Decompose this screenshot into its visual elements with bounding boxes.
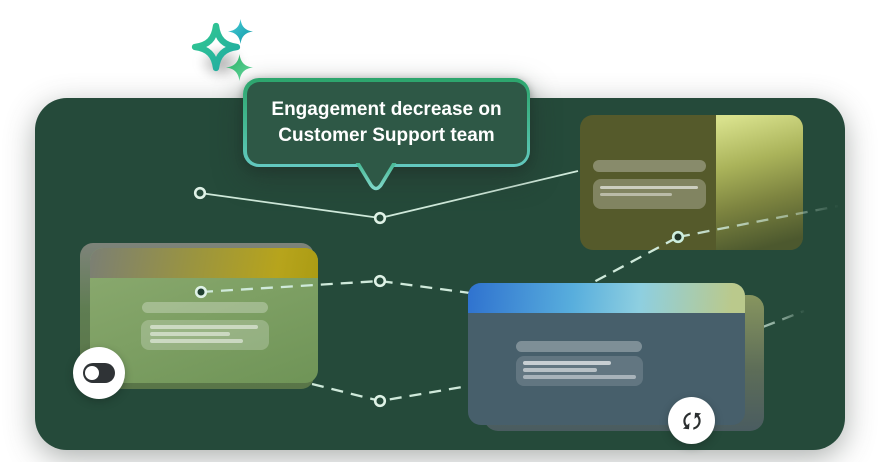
dashed-connector-mid-fade [677, 204, 839, 239]
skeleton-title-bar [593, 160, 706, 172]
skeleton-title-bar [516, 341, 642, 352]
card-olive-gradient-strip [716, 115, 803, 250]
skeleton-line [523, 368, 597, 372]
node [193, 186, 207, 200]
callout-text-line2: Customer Support team [278, 124, 495, 146]
skeleton-line [600, 186, 698, 189]
node [373, 394, 387, 408]
skeleton-line [600, 193, 672, 196]
skeleton-line [150, 332, 230, 336]
skeleton-text-block [593, 179, 706, 209]
card-blue-header [468, 283, 745, 313]
refresh-button[interactable] [668, 397, 715, 444]
node [671, 230, 685, 244]
dashed-connector-mid [200, 235, 679, 301]
skeleton-title-bar [142, 302, 268, 313]
callout-text-line1: Engagement decrease on [271, 98, 502, 120]
node [373, 211, 387, 225]
card-olive [580, 115, 803, 250]
toggle-off-icon [83, 363, 115, 383]
skeleton-text-block [516, 356, 643, 386]
skeleton-line [150, 339, 243, 343]
toggle-button[interactable] [73, 347, 125, 399]
refresh-icon [682, 411, 701, 430]
skeleton-line [523, 375, 636, 379]
card-green-header [90, 248, 318, 278]
card-green [90, 248, 318, 383]
skeleton-line [150, 325, 258, 329]
node [194, 285, 208, 299]
ai-sparkle-icon [191, 19, 253, 81]
skeleton-text-block [141, 320, 269, 350]
node [373, 274, 387, 288]
callout-pointer [355, 163, 397, 191]
annotation-callout: Engagement decrease on Customer Support … [243, 78, 530, 167]
skeleton-line [523, 361, 611, 365]
